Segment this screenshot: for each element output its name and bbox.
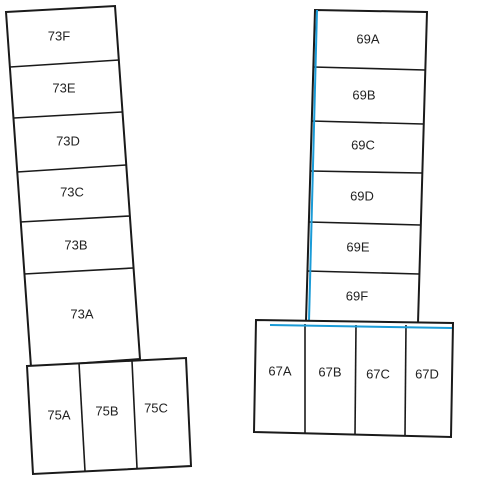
unit-label-69b: 69B — [352, 87, 375, 102]
unit-label-69e: 69E — [346, 239, 369, 254]
block-75-outline — [25, 356, 193, 476]
unit-label-73b: 73B — [64, 237, 87, 252]
unit-label-75a: 75A — [47, 407, 70, 422]
block-73-outline — [4, 4, 142, 369]
unit-label-69f: 69F — [346, 288, 368, 303]
block-67: 67A 67B 67C 67D — [252, 318, 455, 439]
unit-label-67d: 67D — [415, 366, 439, 381]
block-75-divider-1 — [78, 362, 86, 472]
block-73-divider-2 — [13, 111, 123, 119]
unit-label-73f: 73F — [48, 28, 70, 43]
block-73: 73F 73E 73D 73C 73B 73A — [4, 4, 142, 369]
block-75: 75A 75B 75C — [25, 356, 193, 476]
block-73-divider-4 — [19, 215, 131, 223]
block-69-divider-3 — [309, 170, 423, 174]
block-69-divider-2 — [310, 120, 424, 125]
unit-label-75c: 75C — [144, 400, 168, 415]
block-73-divider-5 — [23, 267, 134, 275]
block-67-divider-2 — [354, 324, 357, 436]
unit-label-73a: 73A — [70, 306, 93, 321]
unit-label-73c: 73C — [60, 184, 84, 199]
unit-label-67c: 67C — [366, 366, 390, 381]
block-69-outline — [304, 8, 429, 325]
unit-label-67b: 67B — [318, 364, 341, 379]
unit-label-69d: 69D — [350, 188, 374, 203]
block-69-divider-5 — [306, 270, 420, 275]
block-69: 69A 69B 69C 69D 69E 69F — [304, 8, 429, 325]
block-67-accent-edge — [269, 324, 453, 329]
block-69-accent-edge — [308, 9, 318, 322]
unit-label-75b: 75B — [95, 403, 118, 418]
block-69-divider-1 — [312, 66, 426, 71]
block-67-outline — [252, 318, 455, 439]
block-73-divider-3 — [16, 164, 127, 173]
block-73-divider-1 — [9, 59, 120, 68]
block-67-divider-3 — [404, 324, 407, 436]
unit-label-69a: 69A — [356, 31, 379, 46]
block-69-divider-4 — [308, 221, 421, 226]
unit-label-73d: 73D — [56, 133, 80, 148]
block-75-divider-2 — [131, 360, 138, 469]
unit-label-73e: 73E — [52, 80, 75, 95]
unit-label-69c: 69C — [351, 137, 375, 152]
unit-label-67a: 67A — [268, 363, 291, 378]
